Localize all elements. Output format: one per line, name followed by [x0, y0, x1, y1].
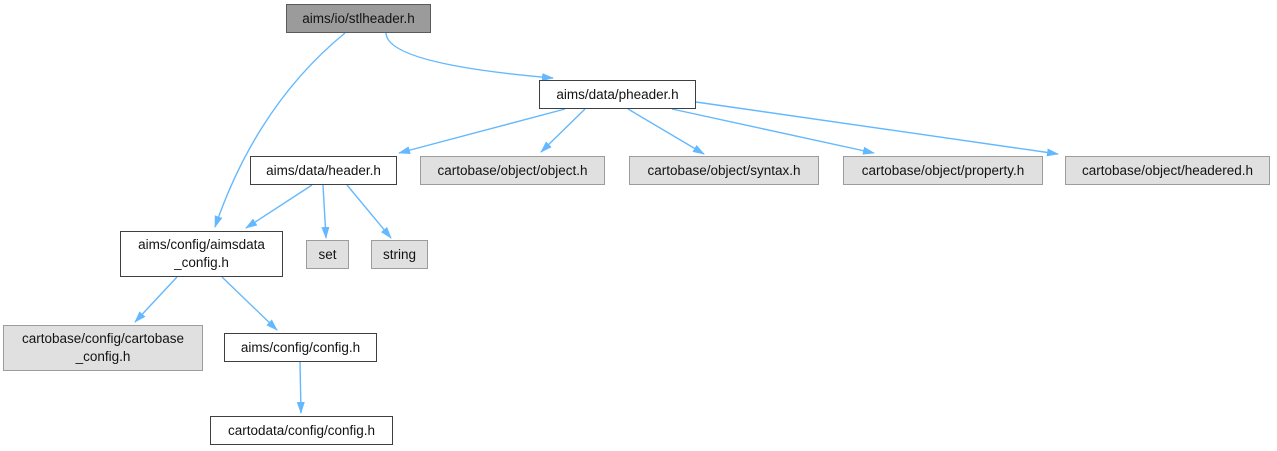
node-cartobase-config-cartobase-config-h: cartobase/config/cartobase _config.h	[3, 325, 203, 371]
node-string: string	[371, 240, 428, 269]
edge-pheader-to-headered	[695, 101, 1059, 157]
node-label-line2: _config.h	[174, 255, 229, 270]
edge-aimsdata-config-to-aims-config	[221, 276, 278, 331]
node-cartobase-object-syntax-h: cartobase/object/syntax.h	[629, 156, 819, 185]
edge-pheader-to-property	[671, 108, 875, 155]
node-label: cartobase/object/syntax.h	[647, 162, 801, 178]
node-set: set	[306, 240, 349, 269]
edge-stlheader-to-aimsdata-config	[214, 32, 346, 228]
node-label: cartobase/object/object.h	[437, 162, 588, 178]
edge-pheader-to-header	[398, 108, 566, 155]
edge-pheader-to-object	[540, 108, 586, 153]
node-label: cartodata/config/config.h	[227, 422, 376, 438]
node-label-line2: _config.h	[75, 349, 131, 364]
edge-header-to-set	[321, 184, 330, 239]
node-aims-config-config-h[interactable]: aims/config/config.h	[224, 333, 377, 362]
edge-aimsdata-config-to-cartobase-config	[134, 276, 178, 323]
node-cartodata-config-config-h[interactable]: cartodata/config/config.h	[210, 416, 393, 445]
node-cartobase-object-headered-h: cartobase/object/headered.h	[1065, 156, 1270, 185]
node-label: cartobase/object/property.h	[861, 162, 1025, 178]
node-label: cartobase/object/headered.h	[1081, 162, 1254, 178]
node-aims-config-aimsdata-config-h[interactable]: aims/config/aimsdata _config.h	[120, 231, 283, 277]
edge-aims-config-to-cartodata-config	[296, 361, 305, 414]
node-label: aims/data/header.h	[266, 162, 381, 178]
edge-header-to-aimsdata-config	[245, 184, 313, 229]
node-label-line1: aims/config/aimsdata	[138, 237, 265, 253]
node-aims-data-pheader-h[interactable]: aims/data/pheader.h	[539, 80, 696, 109]
node-label: aims/io/stlheader.h	[302, 10, 415, 26]
edge-header-to-string	[346, 184, 392, 239]
node-aims-io-stlheader-h: aims/io/stlheader.h	[286, 4, 431, 33]
node-label: aims/config/config.h	[240, 339, 361, 355]
node-label-line1: cartobase/config/cartobase	[21, 331, 185, 347]
node-label: aims/data/pheader.h	[556, 86, 679, 102]
node-cartobase-object-object-h: cartobase/object/object.h	[420, 156, 605, 185]
edge-stlheader-to-pheader	[385, 32, 554, 82]
node-aims-data-header-h[interactable]: aims/data/header.h	[250, 156, 397, 185]
node-cartobase-object-property-h: cartobase/object/property.h	[843, 156, 1043, 185]
node-label: string	[382, 246, 416, 262]
edge-pheader-to-syntax	[627, 108, 705, 155]
node-label: set	[318, 246, 337, 262]
